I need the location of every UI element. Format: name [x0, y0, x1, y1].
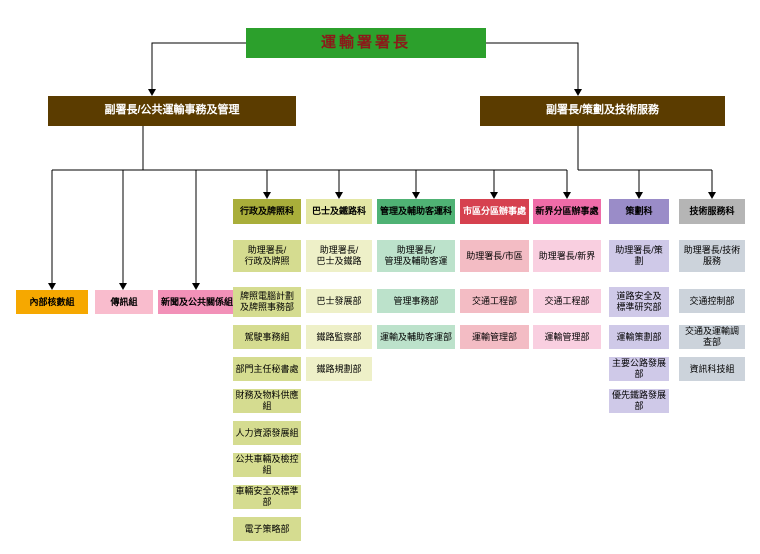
- org-unit-box: 資訊科技組: [679, 357, 745, 381]
- org-unit-box: 部門主任秘書處: [233, 357, 301, 381]
- org-unit-box: 運輸策劃部: [609, 325, 669, 349]
- branch-header-management-paratransit: 管理及輔助客運科: [377, 199, 455, 224]
- assistant-commissioner-planning: 助理署長/策劃: [609, 240, 669, 272]
- unit-communications-box: 傳訊組: [95, 290, 153, 314]
- assistant-commissioner-nt: 助理署長/新界: [533, 240, 601, 272]
- org-unit-box: 巴士發展部: [306, 289, 372, 313]
- org-unit-box: 運輸管理部: [533, 325, 601, 349]
- branch-header-nt-regional: 新界分區辦事處: [533, 199, 601, 224]
- org-unit-box: 駕駛事務組: [233, 325, 301, 349]
- branch-header-planning: 策劃科: [609, 199, 669, 224]
- org-unit-box: 牌照電腦計劃 及牌照事務部: [233, 287, 301, 317]
- org-unit-box: 交通及運輸調查部: [679, 325, 745, 349]
- assistant-commissioner-admin-licensing: 助理署長/ 行政及牌照: [233, 240, 301, 272]
- org-unit-box: 主要公路發展部: [609, 357, 669, 381]
- unit-internal-audit-box: 內部核數組: [16, 290, 88, 314]
- branch-header-urban-regional: 市區分區辦事處: [460, 199, 529, 224]
- org-unit-box: 鐵路監察部: [306, 325, 372, 349]
- org-unit-box: 交通工程部: [460, 289, 529, 313]
- org-unit-box: 優先鐵路發展部: [609, 389, 669, 413]
- deputy-public-transport-box: 副署長/公共運輸事務及管理: [48, 96, 296, 126]
- org-unit-box: 道路安全及 標準研究部: [609, 287, 669, 317]
- org-unit-box: 交通工程部: [533, 289, 601, 313]
- branch-header-technical-services: 技術服務科: [679, 199, 745, 224]
- org-unit-box: 電子策略部: [233, 517, 301, 541]
- org-unit-box: 管理事務部: [377, 289, 455, 313]
- assistant-commissioner-bus-railway: 助理署長/ 巴士及鐵路: [306, 240, 372, 272]
- branch-header-admin-licensing: 行政及牌照科: [233, 199, 301, 224]
- unit-press-pr-box: 新聞及公共關係組: [158, 290, 236, 314]
- org-unit-box: 財務及物料供應組: [233, 389, 301, 413]
- assistant-commissioner-urban: 助理署長/市區: [460, 240, 529, 272]
- org-unit-box: 鐵路規劃部: [306, 357, 372, 381]
- org-unit-box: 車輛安全及標準部: [233, 485, 301, 509]
- assistant-commissioner-management-paratransit: 助理署長/ 管理及輔助客運: [377, 240, 455, 272]
- org-unit-box: 運輸及輔助客運部: [377, 325, 455, 349]
- assistant-commissioner-technical-services: 助理署長/技術服務: [679, 240, 745, 272]
- org-unit-box: 交通控制部: [679, 289, 745, 313]
- deputy-planning-technical-box: 副署長/策劃及技術服務: [480, 96, 725, 126]
- branch-header-bus-railway: 巴士及鐵路科: [306, 199, 372, 224]
- org-unit-box: 運輸管理部: [460, 325, 529, 349]
- org-unit-box: 公共車輛及檢控組: [233, 453, 301, 477]
- commissioner-box: 運輸署署長: [246, 28, 486, 58]
- org-unit-box: 人力資源發展組: [233, 421, 301, 445]
